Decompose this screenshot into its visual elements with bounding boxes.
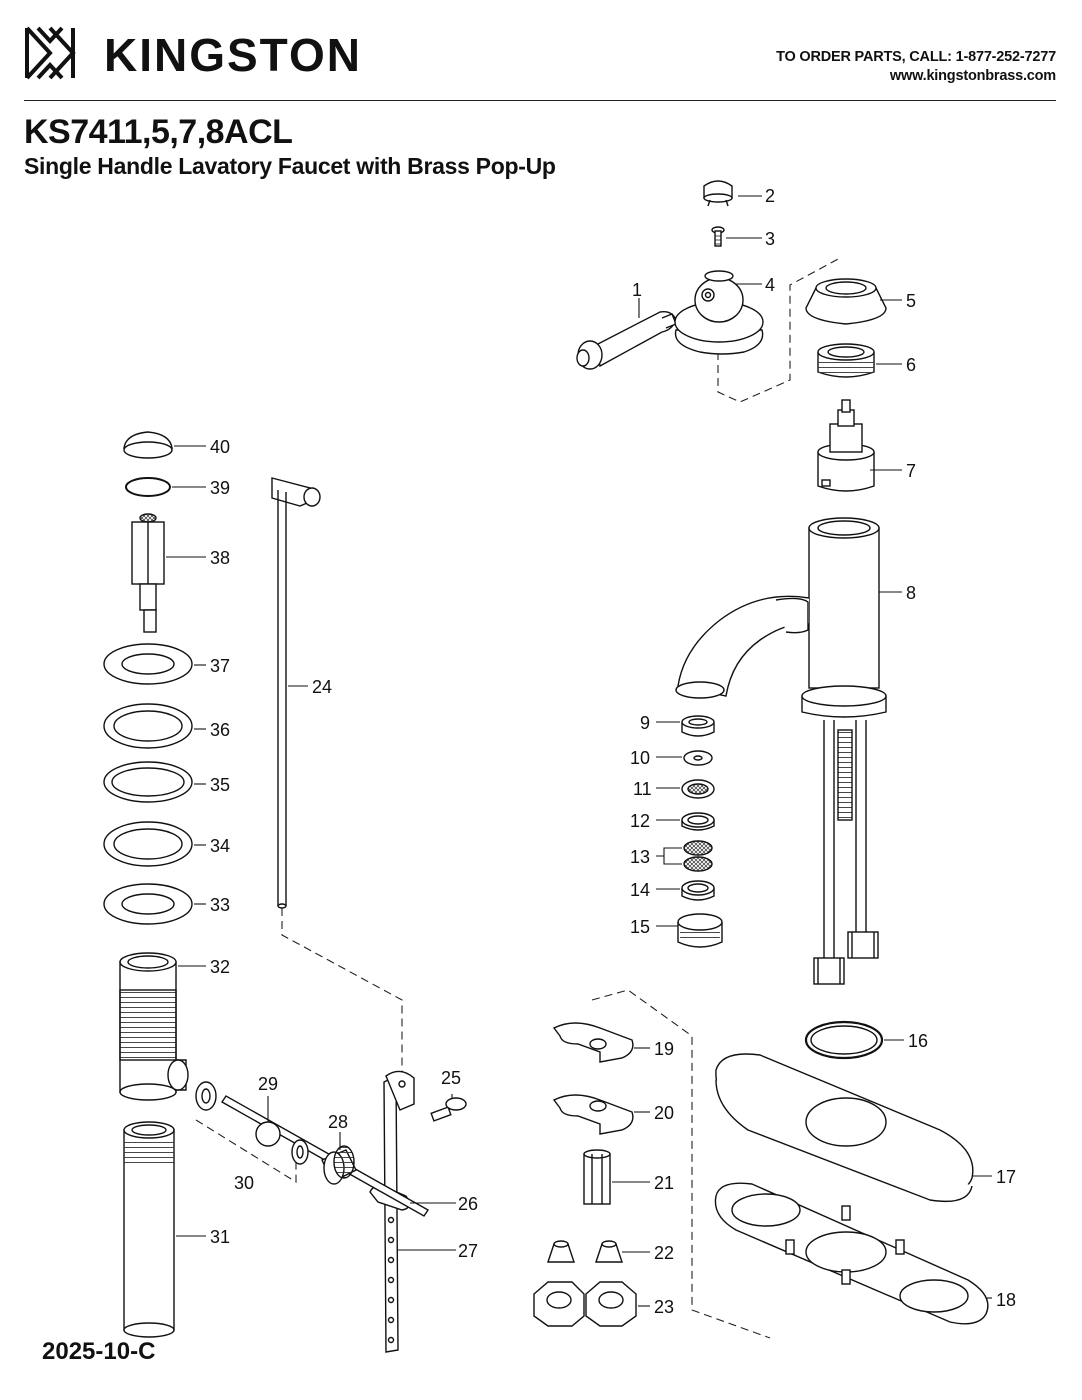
website-link[interactable]: www.kingstonbrass.com — [889, 68, 1056, 84]
part-30-washers — [195, 1081, 309, 1165]
part-24-lift-rod — [271, 477, 321, 909]
part-3-screw — [711, 226, 725, 247]
callout-17: 17 — [996, 1167, 1016, 1187]
callout-12: 12 — [630, 811, 650, 831]
order-phone: TO ORDER PARTS, CALL: 1-877-252-7277 — [776, 49, 1056, 65]
part-14-ring — [681, 880, 715, 901]
part-23-coupling-nuts — [533, 1281, 637, 1327]
part-39-o-ring — [125, 477, 171, 497]
part-1-lever-handle — [576, 310, 677, 370]
part-12-ring — [681, 812, 715, 831]
callout-16: 16 — [908, 1031, 928, 1051]
callout-27: 27 — [458, 1241, 478, 1261]
callout-14: 14 — [630, 880, 650, 900]
callout-8: 8 — [906, 583, 916, 603]
callout-2: 2 — [765, 186, 775, 206]
part-16-o-ring — [804, 1020, 884, 1060]
part-36-washer — [103, 703, 193, 749]
callout-1: 1 — [632, 280, 642, 300]
callout-15: 15 — [630, 917, 650, 937]
part-8-faucet-body — [675, 517, 887, 985]
part-38-stopper-body — [131, 513, 165, 633]
callout-3: 3 — [765, 229, 775, 249]
mounting-hardware-dashline — [591, 989, 771, 1339]
part-28-pivot-nut — [321, 1145, 357, 1185]
callout-30: 30 — [234, 1173, 254, 1193]
part-27-strap — [383, 1070, 415, 1353]
part-4-handle-base — [674, 270, 764, 355]
callout-5: 5 — [906, 291, 916, 311]
part-33-gasket — [103, 883, 193, 925]
header-divider — [24, 100, 1056, 101]
product-description: Single Handle Lavatory Faucet with Brass… — [24, 153, 556, 179]
part-2-button-cap — [703, 180, 733, 207]
popup-rod-dashline — [281, 908, 403, 1078]
callout-29: 29 — [258, 1074, 278, 1094]
part-13-screens — [683, 840, 713, 872]
part-20-bracket — [552, 1094, 634, 1135]
callout-22: 22 — [654, 1243, 674, 1263]
part-10-washer — [683, 750, 713, 766]
callout-24: 24 — [312, 677, 332, 697]
callout-21: 21 — [654, 1173, 674, 1193]
callout-11: 11 — [633, 779, 652, 799]
callout-37: 37 — [210, 656, 230, 676]
callout-28: 28 — [328, 1112, 348, 1132]
part-25-thumb-screw — [430, 1097, 467, 1122]
kingston-logo-icon — [25, 26, 76, 80]
callout-25: 25 — [441, 1068, 461, 1088]
part-21-nut — [583, 1149, 611, 1205]
callout-10: 10 — [630, 748, 650, 768]
document-code: 2025-10-C — [42, 1338, 156, 1365]
callout-31: 31 — [210, 1227, 230, 1247]
part-35-gasket — [103, 761, 193, 803]
part-11-aerator-insert — [681, 779, 715, 799]
callout-20: 20 — [654, 1103, 674, 1123]
part-15-aerator-housing — [677, 913, 723, 948]
callout-6: 6 — [906, 355, 916, 375]
part-34-washer — [103, 821, 193, 867]
brand-name: KINGSTON — [104, 29, 362, 81]
part-22-ferrules — [547, 1240, 623, 1263]
part-5-cap — [805, 278, 887, 325]
part-18-gasket — [714, 1182, 989, 1325]
callout-23: 23 — [654, 1297, 674, 1317]
model-number: KS7411,5,7,8ACL — [24, 113, 293, 151]
order-info: TO ORDER PARTS, CALL: 1-877-252-7277 www… — [776, 48, 1056, 86]
callout-39: 39 — [210, 478, 230, 498]
callout-40: 40 — [210, 437, 230, 457]
handle-assembly-dashline — [717, 257, 841, 403]
callout-36: 36 — [210, 720, 230, 740]
callout-38: 38 — [210, 548, 230, 568]
callout-7: 7 — [906, 461, 916, 481]
callout-34: 34 — [210, 836, 230, 856]
part-37-flange — [103, 643, 193, 685]
part-17-deck-plate — [715, 1053, 974, 1203]
part-9-washer — [681, 715, 715, 737]
part-6-bonnet-nut — [817, 343, 875, 378]
callout-9: 9 — [640, 713, 650, 733]
callout-13: 13 — [630, 847, 650, 867]
callout-4: 4 — [765, 275, 775, 295]
part-7-cartridge — [817, 399, 875, 492]
callout-19: 19 — [654, 1039, 674, 1059]
part-19-bracket — [552, 1022, 634, 1063]
callout-33: 33 — [210, 895, 230, 915]
callout-35: 35 — [210, 775, 230, 795]
callout-32: 32 — [210, 957, 230, 977]
part-29-pivot-rod — [220, 1095, 430, 1217]
callout-26: 26 — [458, 1194, 478, 1214]
callout-18: 18 — [996, 1290, 1016, 1310]
part-40-stopper-cap — [123, 431, 173, 459]
part-32-drain-body — [119, 952, 189, 1101]
part-31-tailpiece — [123, 1121, 175, 1338]
